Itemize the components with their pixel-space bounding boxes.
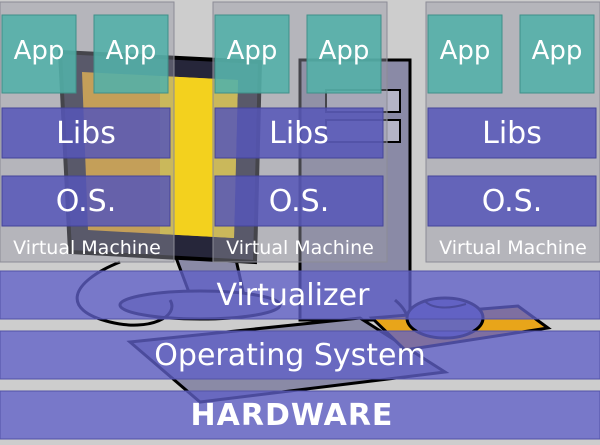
- virtualizer-band: [0, 270, 600, 320]
- os-block: [1, 175, 171, 227]
- libs-block: [214, 107, 384, 159]
- app-block: [306, 14, 382, 94]
- app-block: [427, 14, 503, 94]
- app-block: [214, 14, 290, 94]
- app-block: [519, 14, 595, 94]
- operating-system-band: [0, 330, 600, 380]
- libs-block: [1, 107, 171, 159]
- app-block: [1, 14, 77, 94]
- libs-block: [427, 107, 597, 159]
- app-block: [93, 14, 169, 94]
- os-block: [214, 175, 384, 227]
- hardware-band: [0, 390, 600, 440]
- os-block: [427, 175, 597, 227]
